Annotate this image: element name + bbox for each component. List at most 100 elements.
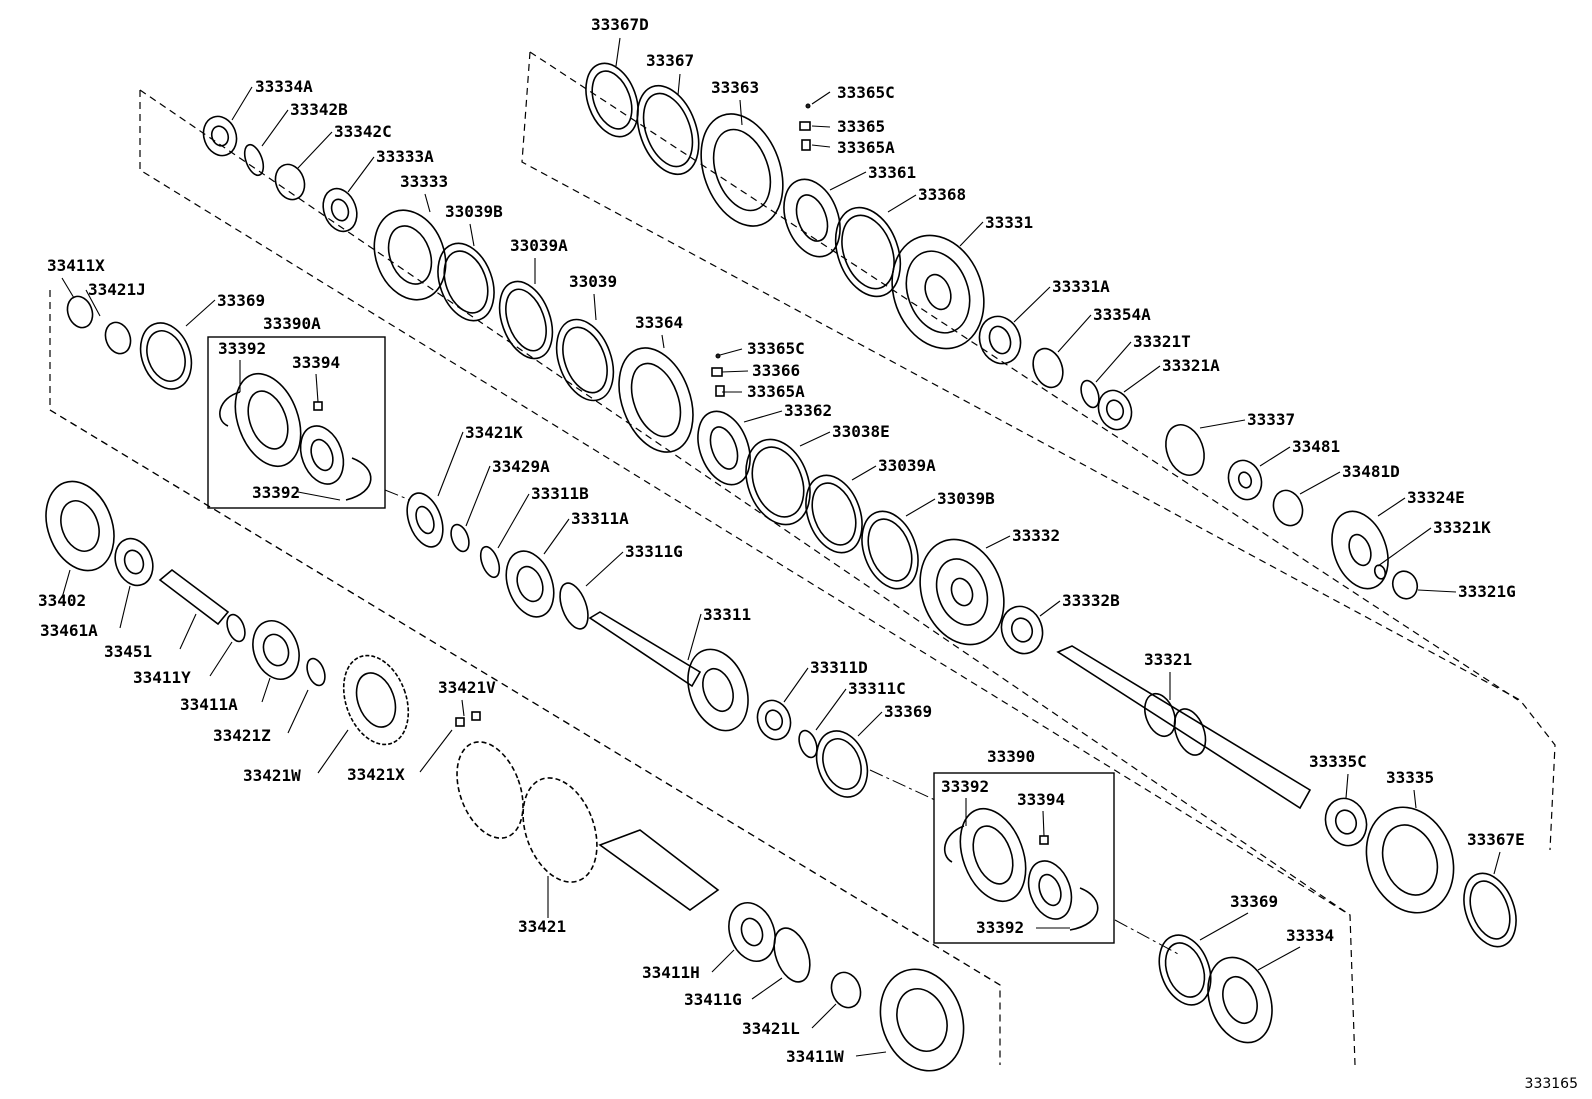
part-label-33411a-53: 33411A	[180, 695, 238, 714]
part-33342C-collar	[274, 163, 306, 201]
part-label-33361-6: 33361	[868, 163, 916, 182]
part-label-33039a-15: 33039A	[510, 236, 568, 255]
part-label-33392-41: 33392	[252, 483, 300, 502]
part-label-33390-63: 33390	[987, 747, 1035, 766]
part-33411G-washer	[773, 927, 811, 983]
middle-shaft-zone-top	[139, 89, 1351, 916]
part-label-33421j-18: 33421J	[88, 280, 146, 299]
part-33362-hub	[697, 410, 751, 486]
part-label-33311c-60: 33311C	[848, 679, 906, 698]
part-label-33392-66: 33392	[976, 918, 1024, 937]
part-label-33481-36: 33481	[1292, 437, 1340, 456]
part-33333-gear	[373, 209, 447, 301]
part-label-33311g-46: 33311G	[625, 542, 683, 561]
lower-shaft-zone	[49, 290, 1001, 1065]
part-33039A-ring-2	[805, 474, 863, 554]
part-label-33367d-0: 33367D	[591, 15, 649, 34]
part-label-33363-2: 33363	[711, 78, 759, 97]
part-33332B-bearing	[1000, 605, 1044, 655]
part-label-33390a-20: 33390A	[263, 314, 321, 333]
part-label-33365c-24: 33365C	[747, 339, 805, 358]
part-33367D-ring	[585, 62, 639, 138]
part-33481D-collar	[1272, 489, 1304, 527]
part-label-33365a-5: 33365A	[837, 138, 895, 157]
part-33039B-ring-2	[861, 510, 919, 590]
part-label-33421l-75: 33421L	[742, 1019, 800, 1038]
part-33321G-nut	[1373, 564, 1419, 600]
part-label-33334a-9: 33334A	[255, 77, 313, 96]
part-label-33411g-74: 33411G	[684, 990, 742, 1009]
part-label-33337-35: 33337	[1247, 410, 1295, 429]
part-33369-ring-3	[1158, 934, 1212, 1006]
part-33039B-ring	[437, 242, 495, 322]
part-33421J-collar	[104, 321, 132, 355]
part-label-33342b-10: 33342B	[290, 100, 348, 119]
part-label-33421k-42: 33421K	[465, 423, 523, 442]
part-33311B-snapring	[479, 545, 501, 579]
middle-shaft-zone	[139, 90, 1356, 1066]
part-33321A-bearing	[1097, 389, 1133, 431]
part-label-33039b-14: 33039B	[445, 202, 503, 221]
part-33039A-ring	[498, 280, 554, 360]
part-label-33038e-28: 33038E	[832, 422, 890, 441]
part-label-33481d-37: 33481D	[1342, 462, 1400, 481]
part-label-33411h-73: 33411H	[642, 963, 700, 982]
part-label-33321-62: 33321	[1144, 650, 1192, 669]
part-label-33311a-45: 33311A	[571, 509, 629, 528]
part-label-33332-47: 33332	[1012, 526, 1060, 545]
part-33369-ring-1	[139, 322, 193, 390]
part-33335C-bearing	[1324, 797, 1368, 847]
part-33411W-gear	[879, 968, 965, 1072]
part-33421-countershaft	[456, 741, 720, 911]
part-label-33411w-76: 33411W	[786, 1047, 844, 1066]
part-label-33365a-26: 33365A	[747, 382, 805, 401]
part-33411H-bearing	[728, 902, 776, 962]
part-label-33421-70: 33421	[518, 917, 566, 936]
part-33461A-bearing	[114, 537, 154, 587]
part-33321T-snapring	[1080, 379, 1100, 409]
upper-shaft-zone	[521, 51, 1556, 851]
part-33038E-ring	[745, 438, 811, 526]
part-label-33311b-44: 33311B	[531, 484, 589, 503]
part-label-33321a-34: 33321A	[1162, 356, 1220, 375]
part-33334A-bearing	[202, 115, 238, 157]
part-33335-gear	[1365, 806, 1455, 914]
part-33369-ring-2	[815, 730, 869, 798]
part-label-33331a-31: 33331A	[1052, 277, 1110, 296]
part-33451-shaft	[158, 568, 230, 626]
part-label-33365-4: 33365	[837, 117, 885, 136]
synchronizer-box-33390A	[207, 336, 386, 509]
part-label-33321k-39: 33321K	[1433, 518, 1491, 537]
part-label-33335-68: 33335	[1386, 768, 1434, 787]
part-33363-sleeve	[700, 113, 784, 227]
part-label-33366-25: 33366	[752, 361, 800, 380]
part-label-33332b-48: 33332B	[1062, 591, 1120, 610]
part-label-33392-64: 33392	[941, 777, 989, 796]
part-33429A-snapring	[450, 523, 470, 553]
part-label-33333-13: 33333	[400, 172, 448, 191]
part-label-33369-19: 33369	[217, 291, 265, 310]
upper-shaft-zone-top	[529, 51, 1519, 701]
part-33342B-snapring	[243, 143, 265, 177]
part-label-33321t-33: 33321T	[1133, 332, 1191, 351]
part-33390A-synchronizer	[219, 372, 372, 501]
part-33324E-flange	[1331, 510, 1389, 590]
part-label-33364-23: 33364	[635, 313, 683, 332]
part-label-33354a-32: 33354A	[1093, 305, 1151, 324]
part-label-33411x-17: 33411X	[47, 256, 105, 275]
part-label-33331-8: 33331	[985, 213, 1033, 232]
part-label-33362-27: 33362	[784, 401, 832, 420]
part-33311A-bearing	[505, 550, 555, 618]
part-label-33039-16: 33039	[569, 272, 617, 291]
part-label-33421x-57: 33421X	[347, 765, 405, 784]
part-33481-bearing	[1227, 459, 1263, 501]
part-label-33039a-29: 33039A	[878, 456, 936, 475]
part-label-33411y-52: 33411Y	[133, 668, 191, 687]
part-label-33402-49: 33402	[38, 591, 86, 610]
part-33421V-key	[455, 711, 481, 727]
part-33331A-bearing	[978, 315, 1022, 365]
part-label-33369-71: 33369	[1230, 892, 1278, 911]
part-33331-gear	[891, 234, 985, 350]
